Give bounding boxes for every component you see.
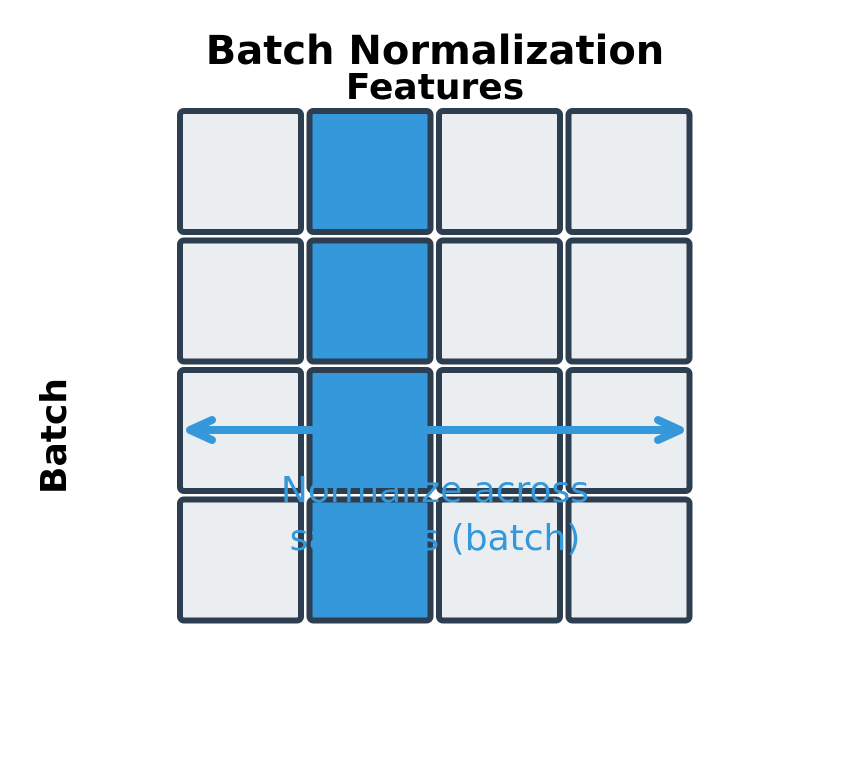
- annotation-line-2: samples (batch): [290, 518, 581, 559]
- grid-cell: [436, 237, 563, 365]
- grid-cell: [436, 496, 563, 624]
- grid-cell: [177, 237, 304, 365]
- grid-cell: [565, 108, 693, 235]
- diagram-title: Batch Normalization: [206, 28, 665, 74]
- arrow-head-right: [654, 416, 684, 444]
- normalization-arrow: [186, 416, 684, 444]
- arrow-head-left: [186, 416, 216, 444]
- grid-cell: [565, 237, 693, 365]
- batch-label: Batch: [34, 378, 75, 494]
- grid-cell-highlighted: [306, 108, 434, 235]
- grid-cell: [177, 496, 304, 624]
- features-label: Features: [346, 67, 524, 108]
- grid-cell: [565, 496, 693, 624]
- grid-cell-highlighted: [306, 496, 434, 624]
- grid-cell: [177, 108, 304, 235]
- annotation-line-1: Normalize across: [281, 470, 589, 511]
- grid-cell-highlighted: [306, 237, 434, 365]
- grid-cell: [436, 108, 563, 235]
